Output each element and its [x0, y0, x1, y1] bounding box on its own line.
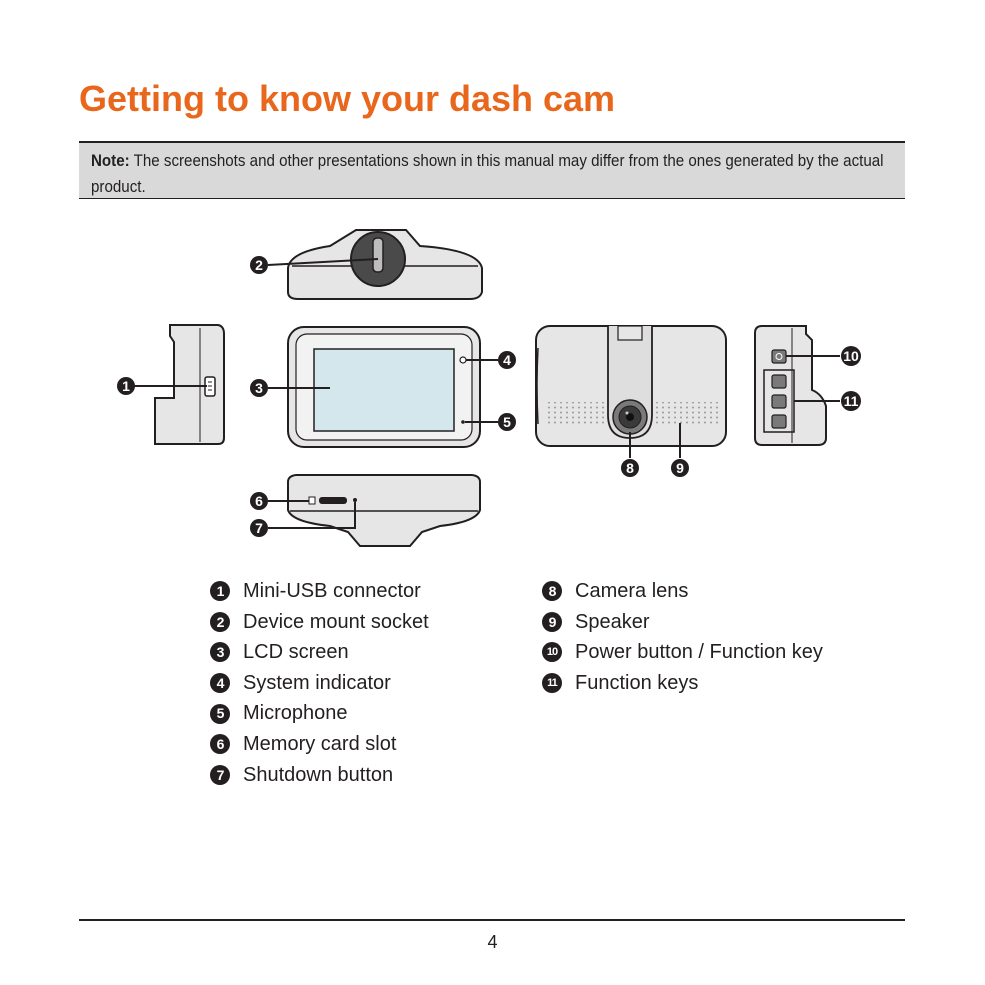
front-view: [287, 326, 481, 448]
left-side-view: [154, 324, 225, 445]
page-number: 4: [487, 932, 498, 952]
callout-11: 11: [841, 391, 861, 411]
legend-number: 3: [210, 642, 230, 663]
legend-label: Microphone: [243, 702, 348, 725]
legend-number: 2: [210, 611, 230, 632]
note-box: Note: The screenshots and other presenta…: [79, 141, 905, 199]
legend-label: Mini-USB connector: [243, 580, 421, 602]
legend-item: 9 Speaker: [542, 607, 823, 638]
legend-right: 8 Camera lens 9 Speaker 10 Power button / F…: [542, 576, 823, 698]
legend-item: 7 Shutdown button: [210, 760, 429, 791]
callout-1: 1: [117, 377, 135, 395]
callout-2: 2: [250, 256, 268, 274]
legend-label: Memory card slot: [243, 732, 397, 755]
callout-8: 8: [621, 459, 639, 477]
legend-number: 10: [542, 642, 562, 663]
note-label: Note:: [91, 151, 130, 170]
top-view: [287, 229, 483, 300]
legend-item: 8 Camera lens: [542, 576, 823, 607]
function-key-3[interactable]: [771, 414, 787, 429]
svg-text:2: 2: [255, 257, 263, 273]
legend-label: Camera lens: [575, 580, 689, 602]
svg-text:8: 8: [626, 460, 634, 476]
footer-rule: [79, 919, 905, 921]
legend-number: 8: [542, 581, 562, 602]
power-button[interactable]: [771, 349, 787, 364]
function-key-1[interactable]: [771, 374, 787, 389]
callout-10: 10: [841, 346, 861, 366]
svg-text:7: 7: [255, 520, 263, 536]
memory-card-slot: [319, 497, 347, 504]
callout-3: 3: [250, 379, 268, 397]
dash-cam-diagram: 1 2 3 4 5 6 7 8 9 10 11: [117, 229, 861, 547]
callout-7: 7: [250, 519, 268, 537]
svg-text:6: 6: [255, 493, 263, 509]
legend-item: 5 Microphone: [210, 698, 429, 729]
shutdown-button[interactable]: [353, 498, 357, 502]
callout-5: 5: [498, 413, 516, 431]
microphone: [461, 420, 465, 424]
svg-text:4: 4: [503, 352, 511, 368]
callout-6: 6: [250, 492, 268, 510]
system-indicator: [459, 356, 467, 364]
legend-label: Device mount socket: [243, 610, 429, 633]
legend-number: 6: [210, 734, 230, 755]
svg-text:5: 5: [503, 414, 511, 430]
callout-9: 9: [671, 459, 689, 477]
lcd-screen: [313, 348, 455, 432]
legend-item: 3 LCD screen: [210, 637, 429, 668]
legend-label: LCD screen: [243, 641, 349, 664]
legend-label: Shutdown button: [243, 763, 394, 786]
callout-4: 4: [498, 351, 516, 369]
legend-item: 11 Function keys: [542, 668, 823, 699]
leader-lines: [134, 258, 840, 529]
legend-item: 2 Device mount socket: [210, 607, 429, 638]
right-side-view: [754, 325, 827, 446]
function-key-2[interactable]: [771, 394, 787, 409]
legend-label: System indicator: [243, 671, 391, 694]
page-title: Getting to know your dash cam: [79, 78, 616, 119]
legend-number: 11: [542, 673, 562, 694]
legend-item: 6 Memory card slot: [210, 729, 429, 760]
svg-text:3: 3: [255, 380, 263, 396]
card-slot-icon: [308, 496, 316, 505]
svg-text:9: 9: [676, 460, 684, 476]
legend-item: 10 Power button / Function key: [542, 637, 823, 668]
svg-text:1: 1: [122, 378, 130, 394]
svg-text:10: 10: [843, 348, 859, 364]
legend-number: 5: [210, 703, 230, 724]
legend-number: 9: [542, 611, 562, 632]
legend-label: Power button / Function key: [575, 641, 823, 664]
legend-number: 4: [210, 673, 230, 694]
legend-left: 1 Mini-USB connector 2 Device mount socket…: [210, 576, 429, 790]
legend-number: 7: [210, 764, 230, 785]
legend-label: Function keys: [575, 671, 699, 694]
legend-number: 1: [210, 581, 230, 602]
legend-item: 4 System indicator: [210, 668, 429, 699]
bottom-view: [287, 474, 481, 547]
back-view: [535, 325, 727, 447]
legend-item: 1 Mini-USB connector: [210, 576, 429, 607]
note-text: The screenshots and other presentations …: [91, 151, 884, 196]
svg-text:11: 11: [844, 393, 859, 409]
legend-label: Speaker: [575, 610, 650, 633]
